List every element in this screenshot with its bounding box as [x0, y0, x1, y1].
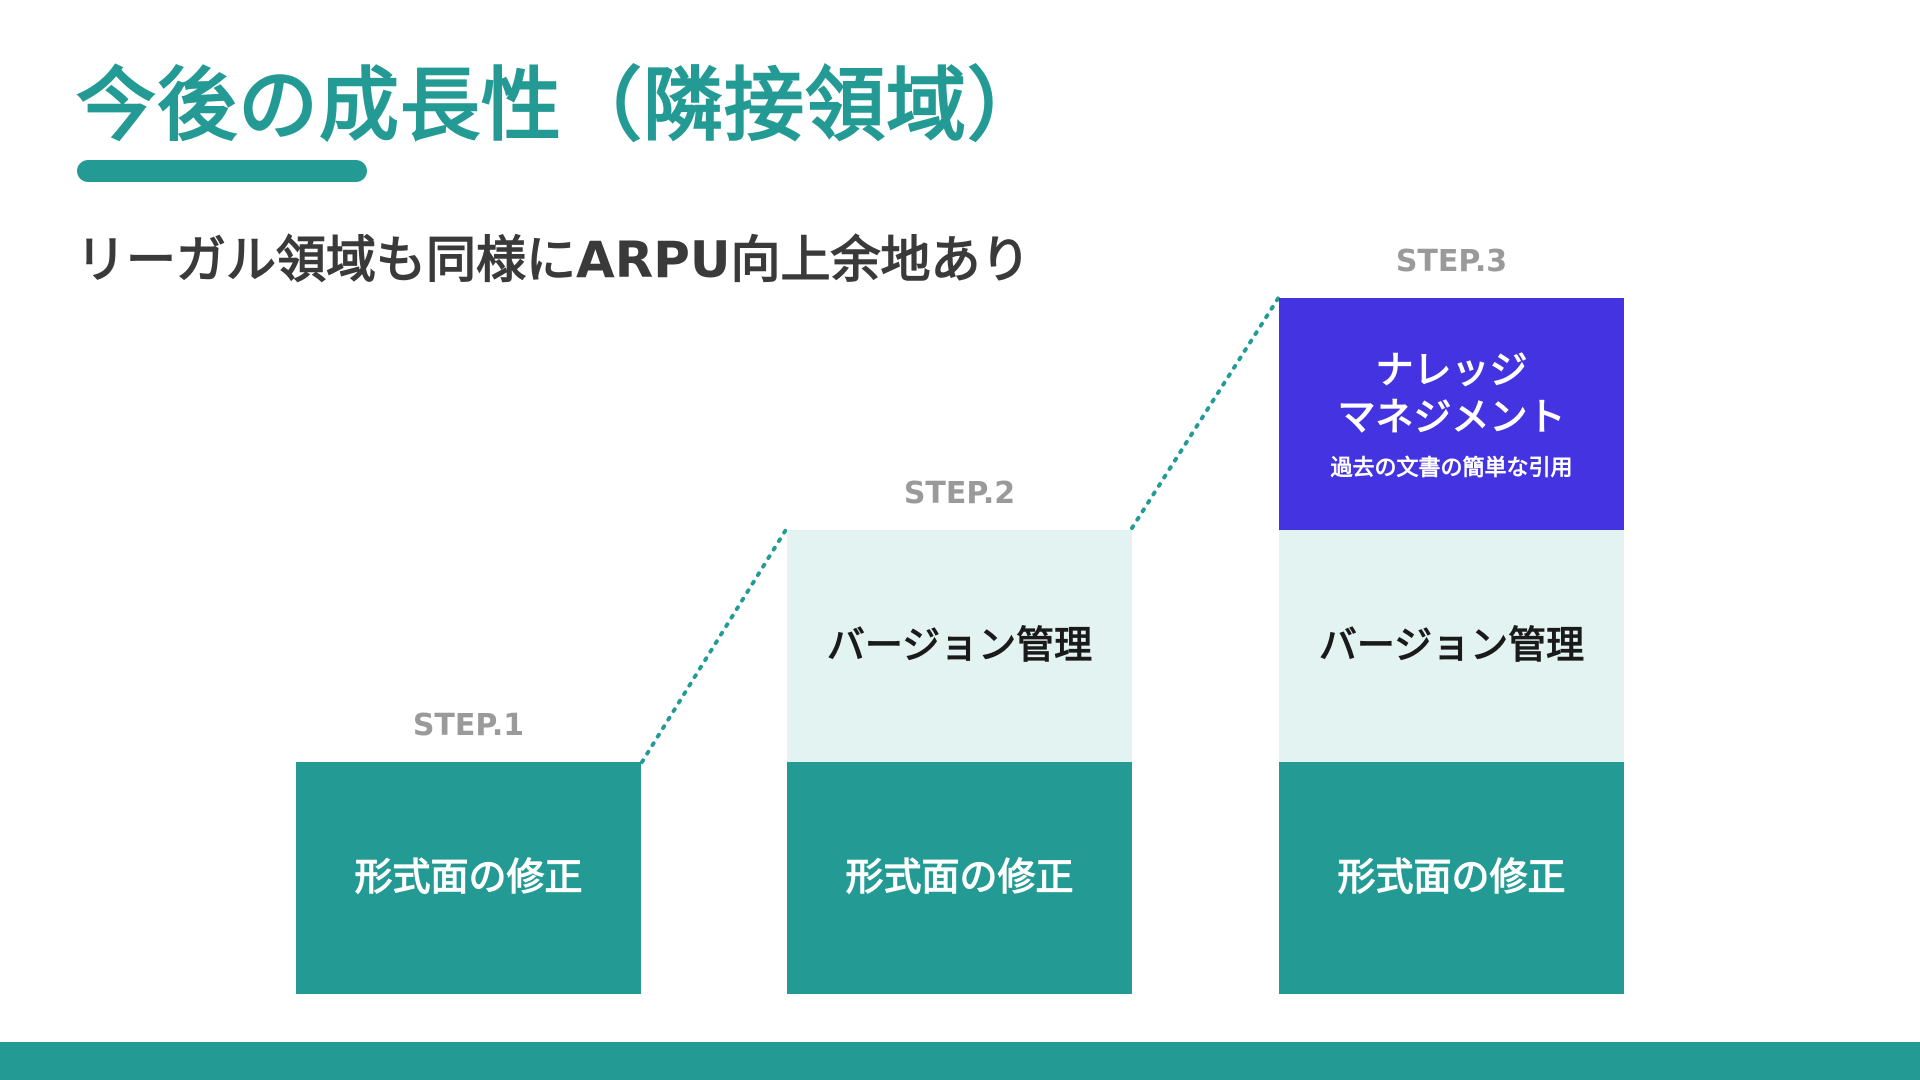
step-block-knowledge: ナレッジマネジメント過去の文書の簡単な引用	[1279, 298, 1624, 530]
step-block-label: 形式面の修正	[845, 855, 1074, 900]
step-block-light: バージョン管理	[787, 530, 1132, 762]
step-label: STEP.1	[412, 708, 525, 743]
connector-step2-step3	[1130, 295, 1281, 530]
step-label: STEP.2	[903, 476, 1016, 511]
footer-bar	[0, 1042, 1920, 1080]
step-label: STEP.3	[1395, 244, 1508, 279]
step-block-label: 形式面の修正	[1337, 855, 1566, 900]
step-block-label: 形式面の修正	[354, 855, 583, 900]
page-subtitle: リーガル領域も同様にARPU向上余地あり	[76, 231, 1031, 289]
step-block-light: バージョン管理	[1279, 530, 1624, 762]
step-block-accent: 形式面の修正	[1279, 762, 1624, 994]
connector-step1-step2	[640, 526, 789, 764]
step-block-accent: 形式面の修正	[787, 762, 1132, 994]
page-title: 今後の成長性（隣接領域）	[76, 59, 1048, 152]
step-block-accent: 形式面の修正	[296, 762, 641, 994]
title-underline	[77, 160, 367, 182]
step-block-sublabel: 過去の文書の簡単な引用	[1330, 455, 1573, 481]
step-block-label: バージョン管理	[826, 623, 1093, 668]
step-block-label: ナレッジマネジメント	[1337, 347, 1566, 440]
step-block-label: バージョン管理	[1318, 623, 1585, 668]
